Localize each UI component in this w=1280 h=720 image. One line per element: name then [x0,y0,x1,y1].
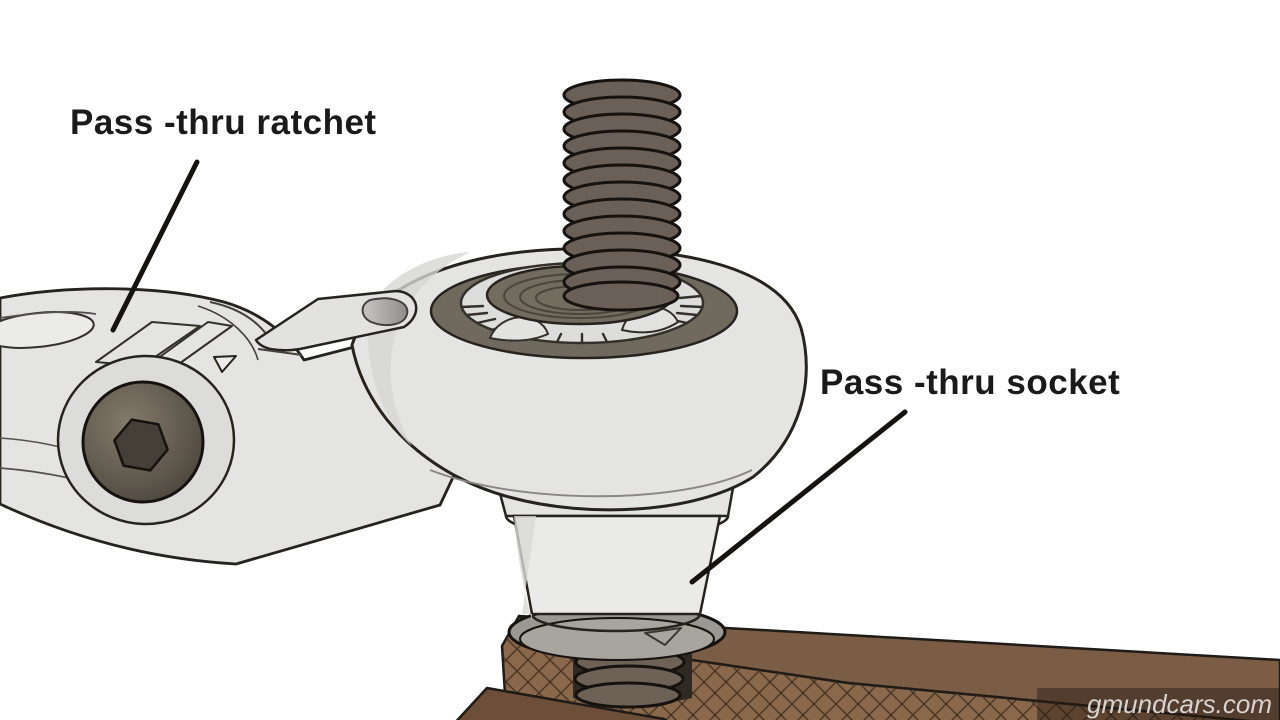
ratchet-label: Pass -thru ratchet [70,103,377,142]
watermark: gmundcars.com [1037,688,1280,720]
socket-left-shade [514,516,536,620]
threaded-stud [562,78,682,312]
ratchet-head [350,247,808,512]
watermark-text: gmundcars.com [1087,688,1272,719]
handle-seam-top [0,311,97,319]
bolt-threads [573,647,686,709]
socket-bottom-rim [530,613,702,633]
hex-recess [113,418,169,472]
socket-leader-line [689,409,908,585]
wood-lower-board [455,686,668,720]
yoke-notch [213,355,237,373]
lever-slot [361,297,409,327]
washer-triangle-mark [644,627,682,646]
pivot-joint [56,354,236,526]
socket-label: Pass -thru socket [820,363,1121,402]
head-bottom-flange-line [429,469,753,498]
direction-lever [254,289,418,356]
yoke-hump-line-2 [197,305,259,361]
bolt-through-board [573,647,692,709]
lever-underline [257,348,303,356]
socket-lower-barrel [512,514,722,616]
ratchet-leader-line [110,159,200,333]
collar-pawl-bump-left [488,316,550,342]
